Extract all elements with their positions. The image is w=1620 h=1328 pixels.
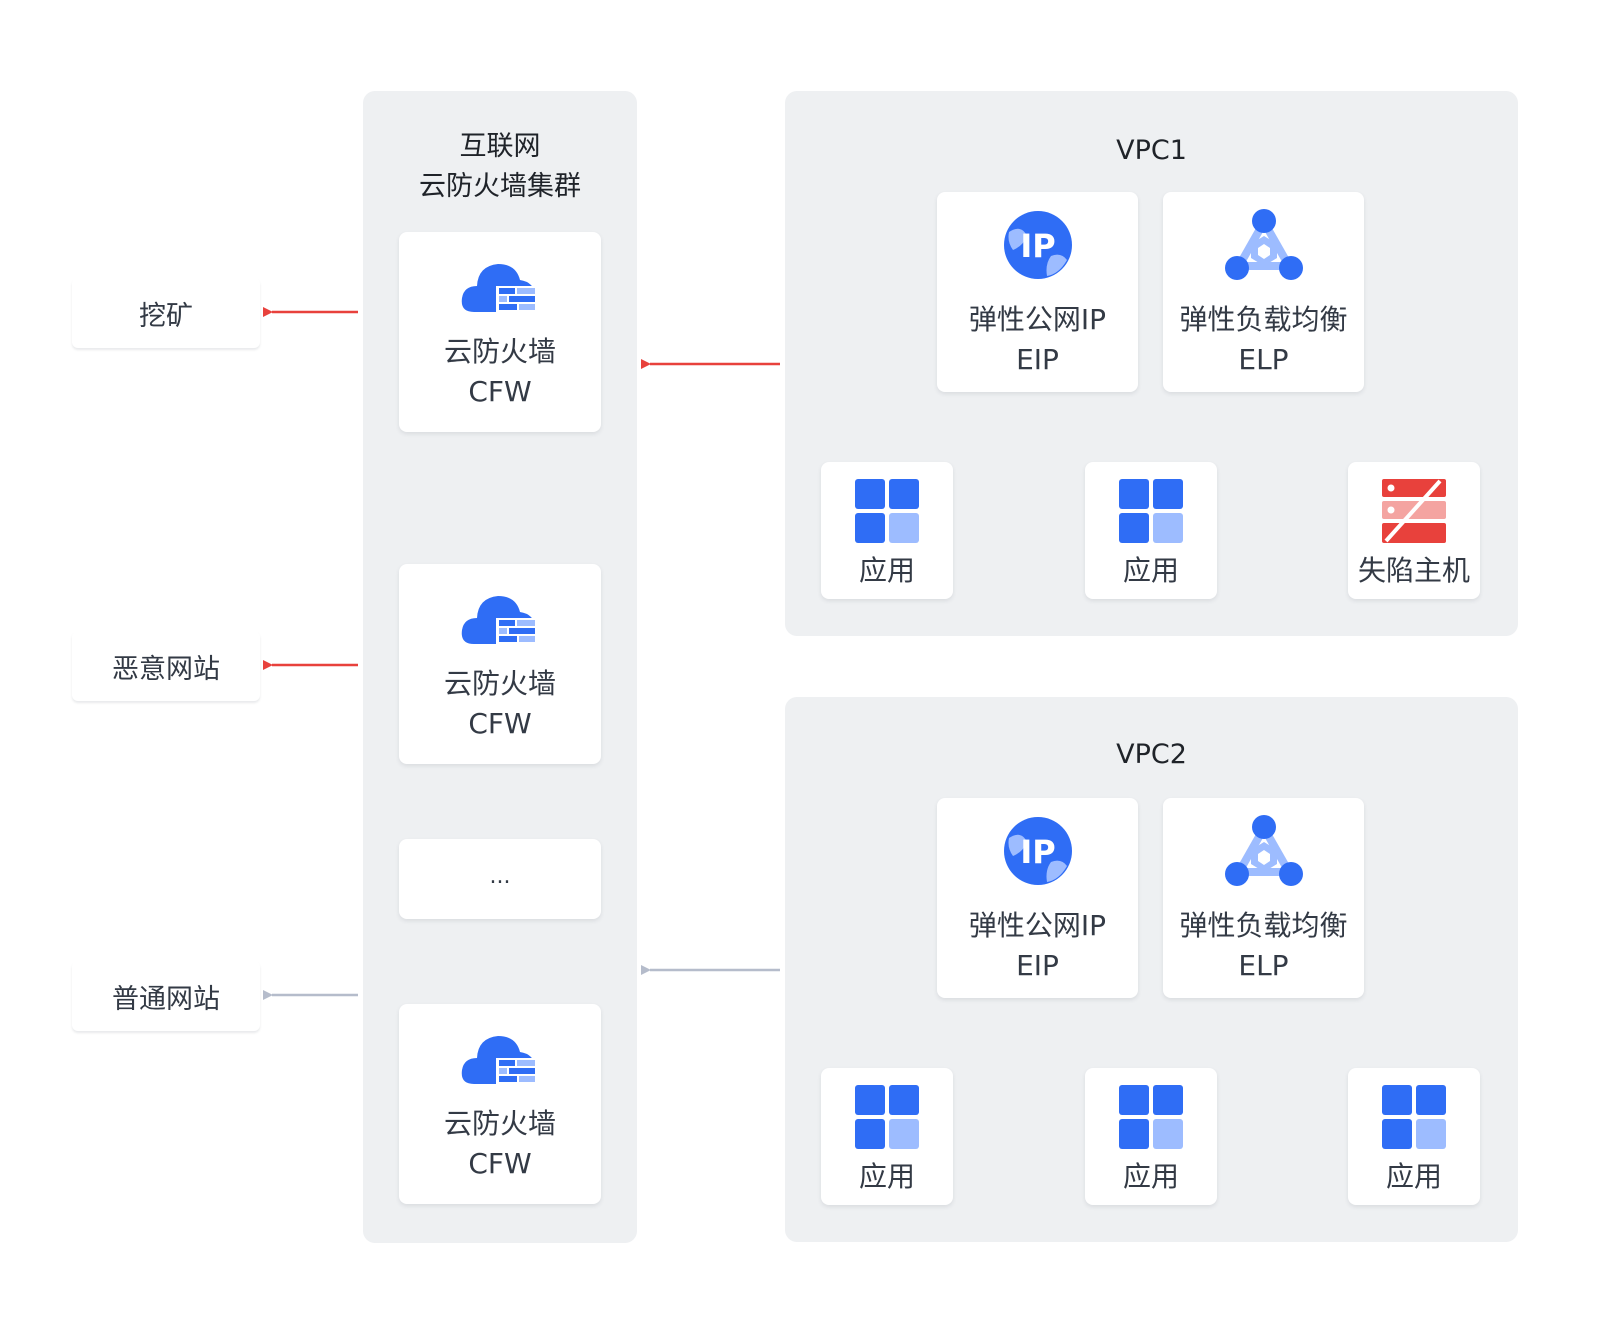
vpc1-app-1-label: 应用 xyxy=(858,554,915,587)
vpc1-title: VPC1 xyxy=(1116,135,1187,166)
external-normal-site: 普通网站 xyxy=(72,961,260,1031)
app-grid-icon xyxy=(855,1085,919,1149)
vpc1-app-card-1[interactable]: 应用 xyxy=(821,462,953,599)
vpc2-elp-text: 弹性负载均衡 ELP xyxy=(1179,906,1347,986)
cfw-card-2-text: 云防火墙 CFW xyxy=(444,664,556,744)
external-malicious-site: 恶意网站 xyxy=(72,631,260,701)
cfw-card-2-name: 云防火墙 xyxy=(443,667,556,700)
cfw-ellipsis: ... xyxy=(489,863,511,889)
vpc2-app-2-label: 应用 xyxy=(1122,1160,1179,1193)
vpc2-eip-abbr: EIP xyxy=(1016,949,1059,982)
vpc2-elp-abbr: ELP xyxy=(1238,949,1289,982)
cloud-firewall-icon xyxy=(461,596,538,646)
vpc1-elp-name: 弹性负载均衡 xyxy=(1179,303,1348,336)
cfw-card-2[interactable]: 云防火墙 CFW xyxy=(399,564,601,764)
ip-glyph: IP xyxy=(1020,227,1055,265)
app-grid-icon xyxy=(1119,479,1183,543)
vpc2-title: VPC2 xyxy=(1116,739,1187,770)
vpc1-compromised-host-label: 失陷主机 xyxy=(1357,554,1470,587)
cfw-card-1[interactable]: 云防火墙 CFW xyxy=(399,232,601,432)
external-mining-label: 挖矿 xyxy=(139,300,193,332)
cfw-cluster-title-line1: 互联网 xyxy=(459,131,541,162)
cfw-card-1-text: 云防火墙 CFW xyxy=(444,332,556,412)
cfw-card-3[interactable]: 云防火墙 CFW xyxy=(399,1004,601,1204)
vpc2-elp-card[interactable]: 弹性负载均衡 ELP xyxy=(1163,798,1364,998)
cfw-card-1-name: 云防火墙 xyxy=(443,335,556,368)
vpc2-elp-name: 弹性负载均衡 xyxy=(1179,909,1348,942)
ip-globe-icon: IP xyxy=(1003,211,1072,279)
app-grid-icon xyxy=(855,479,919,543)
ip-globe-icon: IP xyxy=(1003,817,1072,885)
vpc1-eip-abbr: EIP xyxy=(1016,343,1059,376)
vpc1-eip-name: 弹性公网IP xyxy=(968,303,1107,336)
vpc1-elp-card[interactable]: 弹性负载均衡 ELP xyxy=(1163,192,1364,392)
cfw-card-3-text: 云防火墙 CFW xyxy=(444,1104,556,1184)
vpc2-app-3-label: 应用 xyxy=(1385,1160,1442,1193)
cloud-firewall-icon xyxy=(461,264,538,314)
external-mining: 挖矿 xyxy=(72,278,260,348)
load-balancer-icon xyxy=(1224,815,1303,886)
cloud-firewall-icon xyxy=(461,1036,538,1086)
vpc1-app-2-label: 应用 xyxy=(1122,554,1179,587)
vpc1-eip-text: 弹性公网IP EIP xyxy=(969,300,1106,380)
external-malicious-label: 恶意网站 xyxy=(112,653,220,685)
ip-glyph: IP xyxy=(1020,833,1055,871)
cfw-cluster-title-line2: 云防火墙集群 xyxy=(419,171,581,202)
vpc2-eip-text: 弹性公网IP EIP xyxy=(969,906,1106,986)
vpc2-eip-card[interactable]: IP 弹性公网IP EIP xyxy=(937,798,1138,998)
cfw-card-1-abbr: CFW xyxy=(468,375,532,408)
cfw-card-2-abbr: CFW xyxy=(468,707,532,740)
vpc1-eip-card[interactable]: IP 弹性公网IP EIP xyxy=(937,192,1138,392)
compromised-host-icon xyxy=(1382,479,1446,543)
cfw-ellipsis-card: ... xyxy=(399,839,601,919)
vpc2-app-card-3[interactable]: 应用 xyxy=(1348,1068,1480,1205)
load-balancer-icon xyxy=(1224,209,1303,280)
external-normal-label: 普通网站 xyxy=(112,983,220,1015)
vpc2-app-1-label: 应用 xyxy=(858,1160,915,1193)
cfw-cluster-title: 互联网 云防火墙集群 xyxy=(363,127,637,207)
vpc1-app-card-2[interactable]: 应用 xyxy=(1085,462,1217,599)
cfw-card-3-name: 云防火墙 xyxy=(443,1107,556,1140)
vpc2-eip-name: 弹性公网IP xyxy=(968,909,1107,942)
vpc1-compromised-host-card[interactable]: 失陷主机 xyxy=(1348,462,1480,599)
vpc1-elp-abbr: ELP xyxy=(1238,343,1289,376)
vpc1-elp-text: 弹性负载均衡 ELP xyxy=(1179,300,1347,380)
app-grid-icon xyxy=(1119,1085,1183,1149)
cfw-card-3-abbr: CFW xyxy=(468,1147,532,1180)
app-grid-icon xyxy=(1382,1085,1446,1149)
vpc2-app-card-1[interactable]: 应用 xyxy=(821,1068,953,1205)
vpc2-app-card-2[interactable]: 应用 xyxy=(1085,1068,1217,1205)
